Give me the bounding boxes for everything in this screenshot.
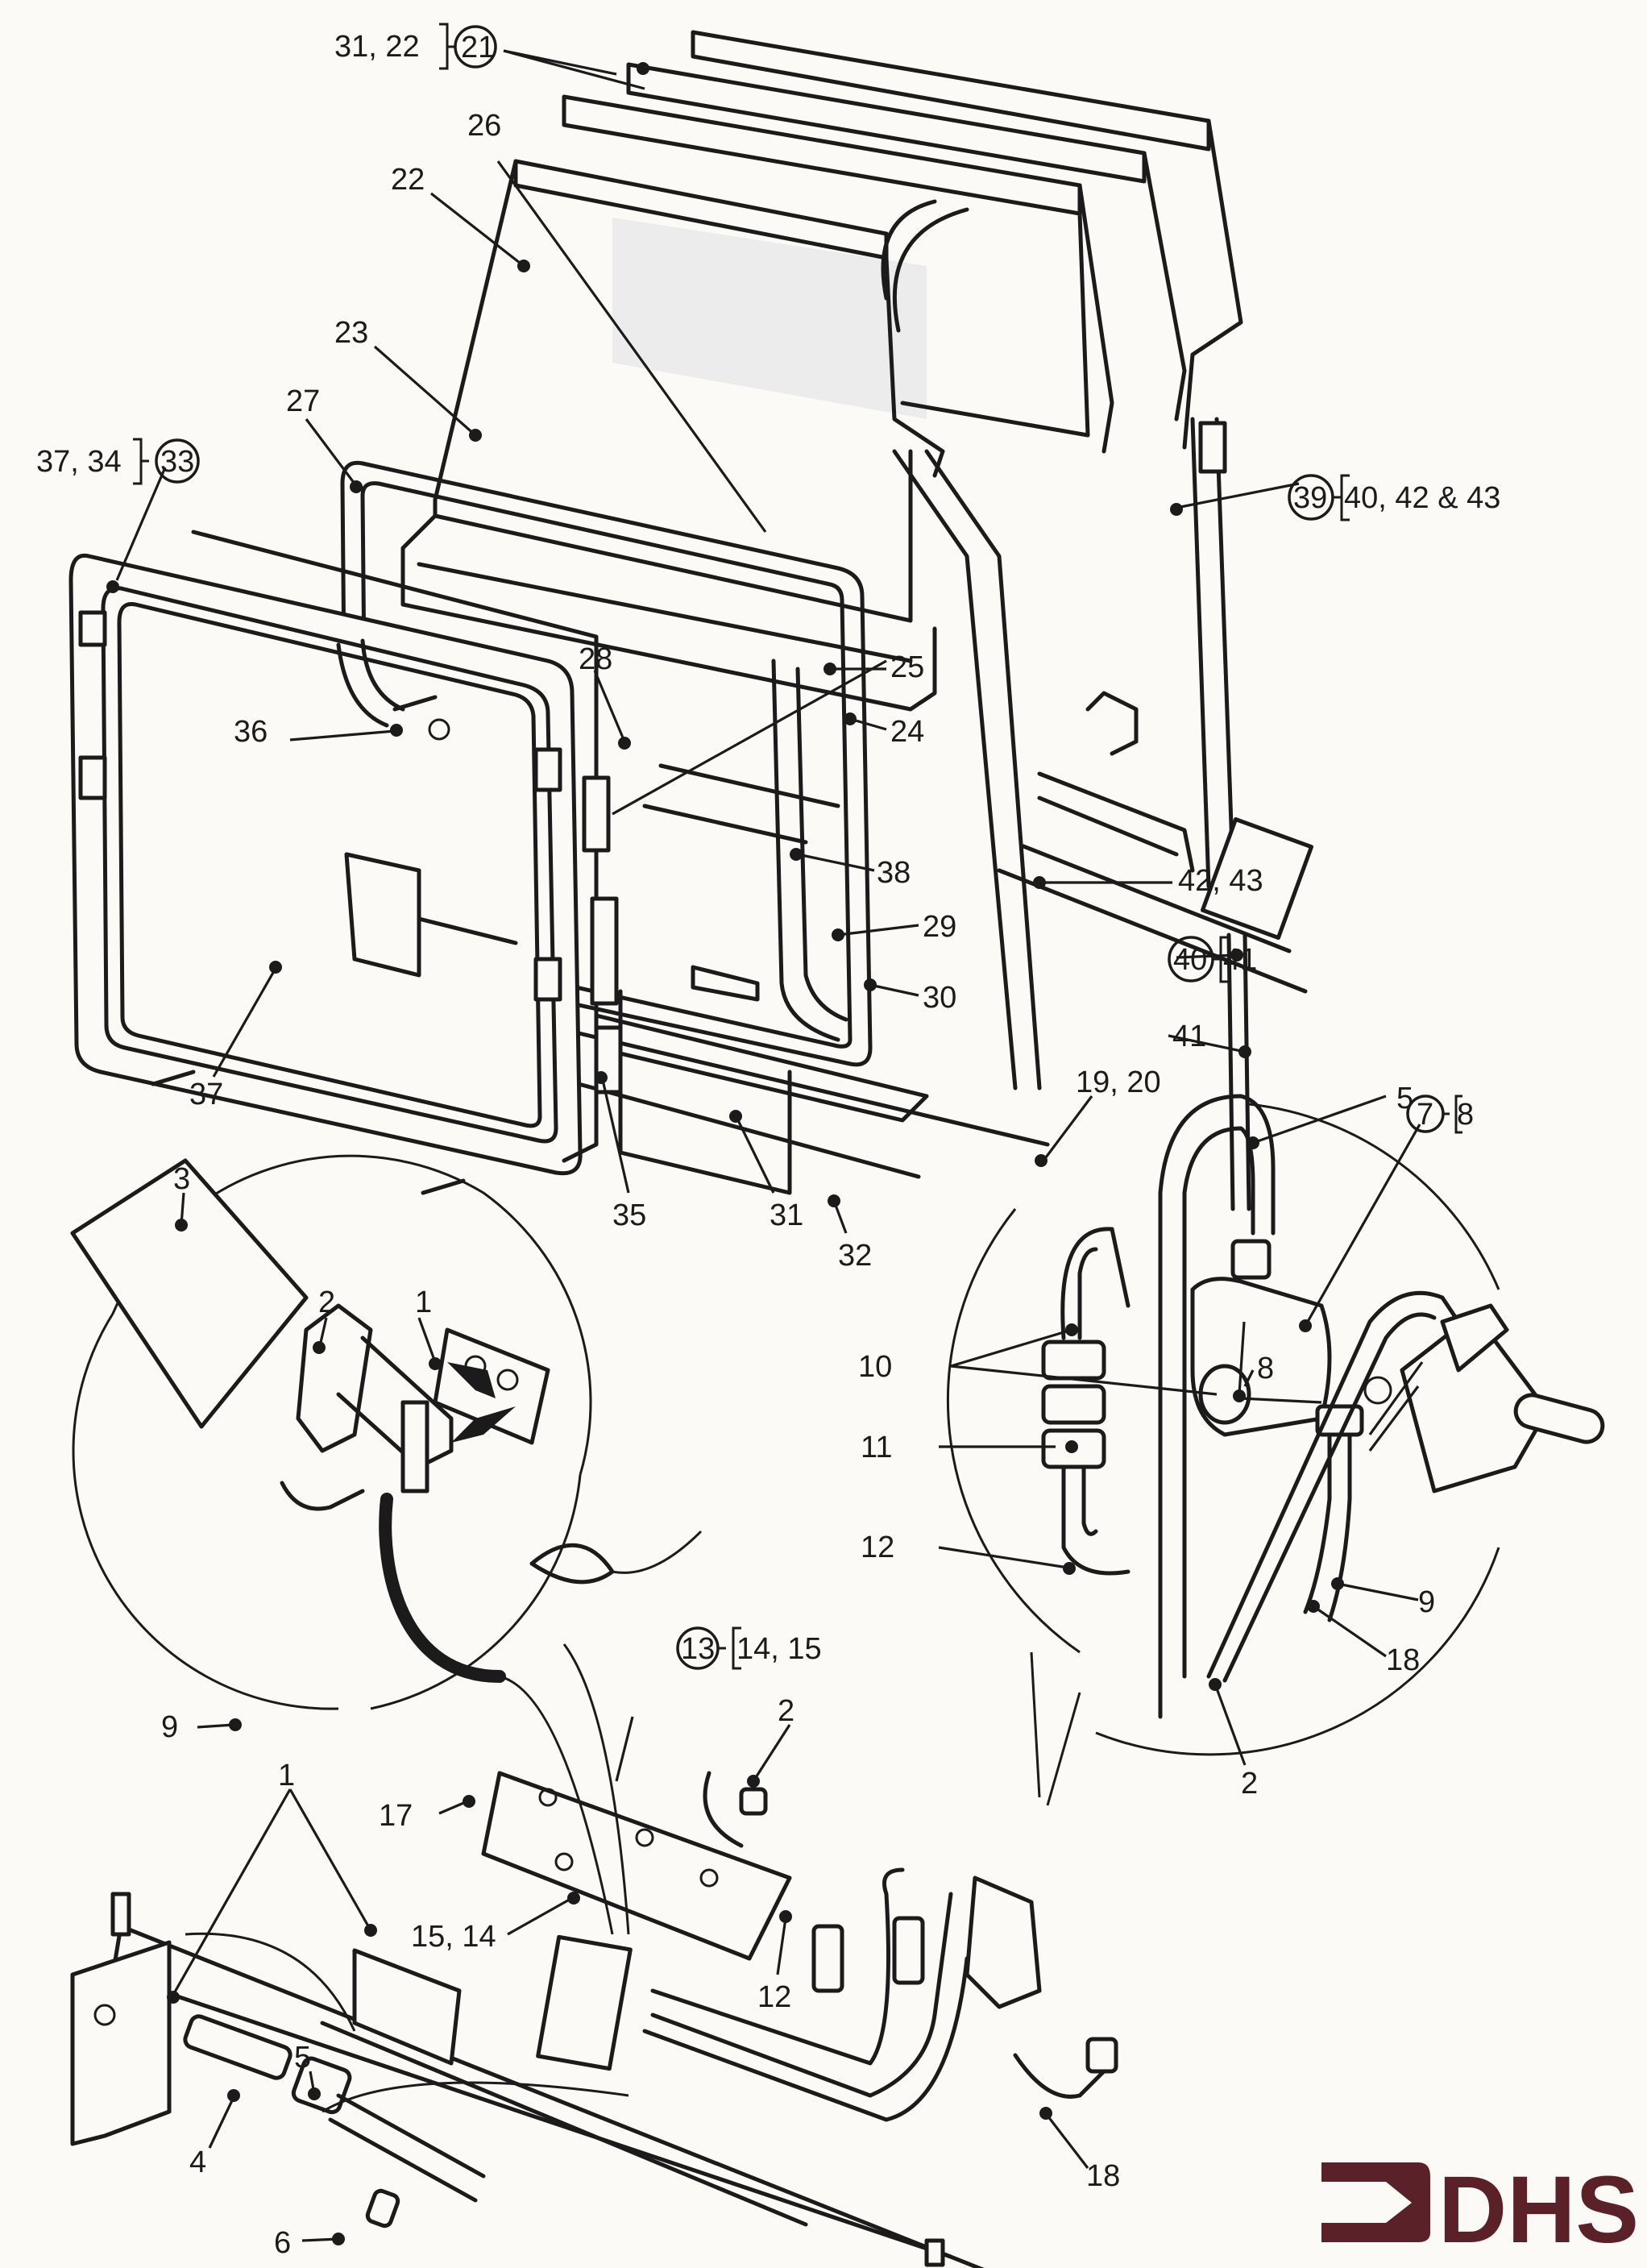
callout-24: 24 — [890, 715, 924, 749]
dhs-logo: DHS — [1321, 2157, 1639, 2263]
callout-38: 38 — [877, 856, 911, 890]
callout-2-right: 2 — [1241, 1767, 1258, 1801]
leader-lines — [106, 49, 1424, 2245]
callout-12-inset: 12 — [861, 1531, 894, 1564]
callout-8: 8 — [1257, 1352, 1274, 1385]
callout-29: 29 — [923, 910, 956, 944]
callout-2-inset: 2 — [318, 1286, 335, 1319]
pilot-inset — [70, 1154, 703, 1710]
inset-connectors — [499, 1643, 1081, 1935]
callout-15-14: 15, 14 — [411, 1920, 496, 1954]
callout-labels: 31, 22 21 26 22 23 27 37, 34 33 39 40, 4… — [36, 23, 1500, 2260]
callout-11: 11 — [861, 1431, 892, 1464]
callout-2-mid: 2 — [778, 1694, 794, 1728]
callout-7: 7 — [1417, 1098, 1433, 1132]
burner-rail-assembly — [70, 1771, 1118, 2268]
door-frame — [68, 530, 623, 1195]
callout-31: 31 — [770, 1198, 803, 1232]
callout-30: 30 — [923, 981, 956, 1015]
callout-35: 35 — [612, 1198, 646, 1232]
callout-6: 6 — [274, 2226, 291, 2260]
callout-21: 21 — [461, 31, 495, 64]
gasket-frame — [340, 460, 873, 1067]
callout-27: 27 — [286, 384, 320, 418]
callout-42-43: 42, 43 — [1178, 864, 1263, 898]
callout-12-bottom: 12 — [757, 1980, 791, 2014]
callout-40: 40 — [1173, 943, 1207, 977]
callout-5-bottom: 5 — [294, 2041, 311, 2075]
callout-36: 36 — [234, 715, 268, 749]
callout-25: 25 — [890, 650, 924, 684]
callout-23: 23 — [334, 316, 368, 350]
logo-text: DHS — [1438, 2157, 1639, 2263]
callout-17: 17 — [379, 1799, 413, 1833]
callout-22: 22 — [391, 163, 425, 197]
callout-14-15: 14, 15 — [736, 1632, 822, 1666]
callout-19-20: 19, 20 — [1076, 1065, 1161, 1099]
callout-8-sub: 8 — [1457, 1098, 1474, 1132]
callout-26: 26 — [467, 109, 501, 143]
callout-32: 32 — [838, 1239, 872, 1273]
callout-37: 37 — [189, 1078, 223, 1111]
callout-28: 28 — [579, 642, 612, 676]
callout-13: 13 — [681, 1632, 715, 1666]
callout-33: 33 — [160, 445, 194, 479]
callout-1-bottom: 1 — [278, 1759, 295, 1792]
callout-10: 10 — [858, 1350, 892, 1384]
callout-3: 3 — [173, 1162, 190, 1196]
callout-4: 4 — [189, 2145, 206, 2179]
callout-5-top: 5 — [1396, 1082, 1413, 1115]
callout-39: 39 — [1293, 481, 1327, 515]
rear-housing — [400, 30, 1314, 1211]
callout-41: 41 — [1172, 1020, 1206, 1053]
callout-31-22: 31, 22 — [334, 30, 420, 64]
callout-37-34: 37, 34 — [36, 445, 122, 479]
valve-inset — [946, 1094, 1605, 1756]
callout-9-inset: 9 — [1418, 1585, 1435, 1619]
callout-9-left: 9 — [161, 1710, 178, 1744]
logo-arrow-icon — [1321, 2162, 1430, 2242]
callout-18-inset: 18 — [1386, 1643, 1420, 1677]
callout-41-sub: 41 — [1223, 943, 1257, 977]
callout-40-42-43: 40, 42 & 43 — [1344, 481, 1500, 515]
callout-18-bottom: 18 — [1086, 2159, 1120, 2193]
callout-1-inset: 1 — [415, 1286, 432, 1319]
